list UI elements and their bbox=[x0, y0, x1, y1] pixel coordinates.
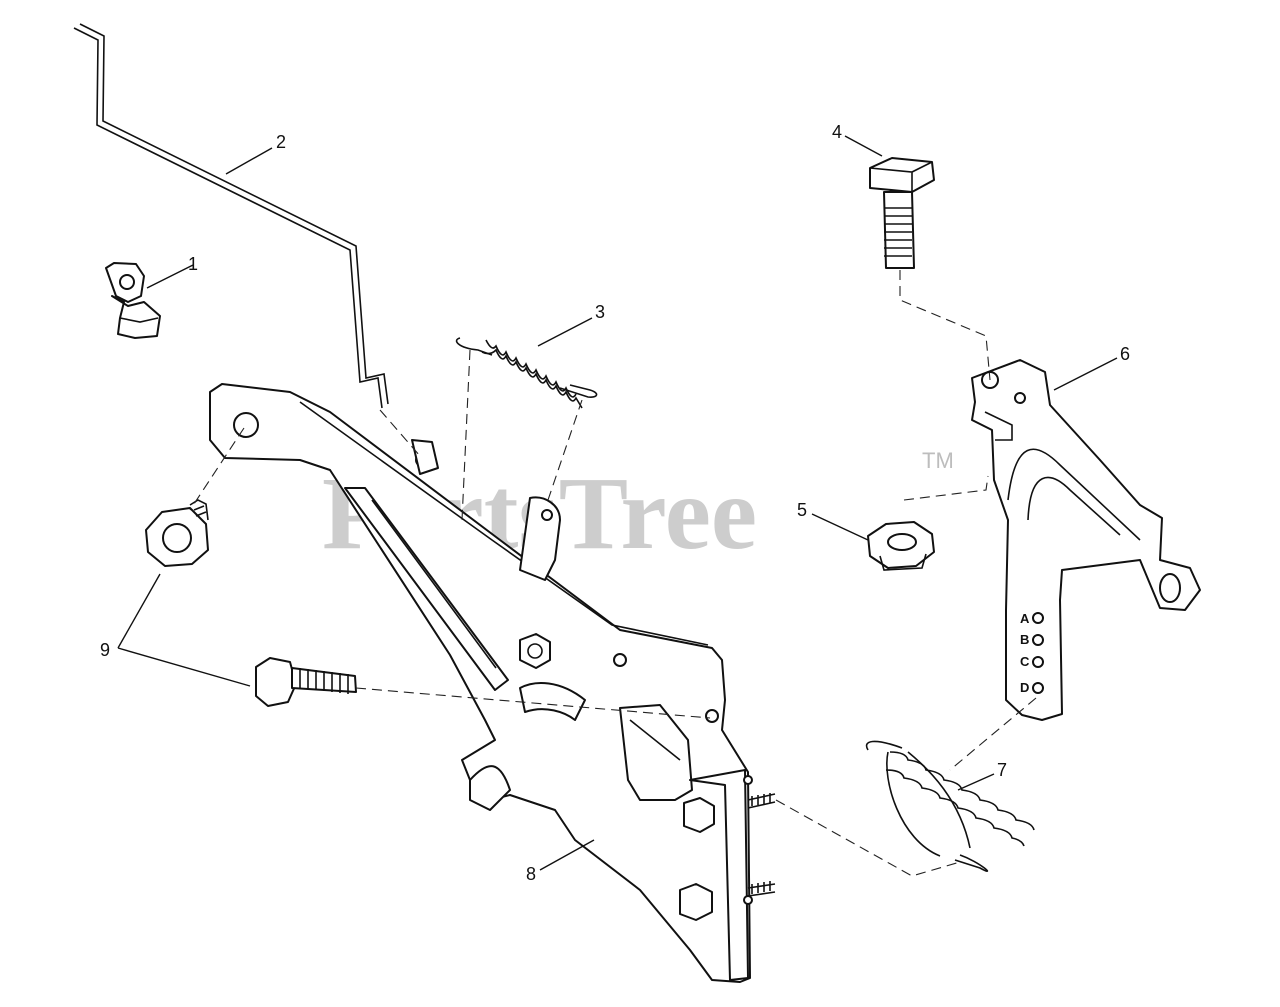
hole-label-a: A bbox=[1020, 611, 1030, 626]
callout-3[interactable]: 3 bbox=[595, 302, 605, 322]
watermark-trademark: TM bbox=[922, 448, 954, 473]
part-9-shoulder-bolt[interactable] bbox=[145, 499, 209, 567]
callout-4[interactable]: 4 bbox=[832, 122, 842, 142]
callout-numbers: 1 2 3 4 5 6 7 8 9 bbox=[100, 122, 1130, 884]
callout-1[interactable]: 1 bbox=[188, 254, 198, 274]
callout-leaders bbox=[117, 135, 1118, 871]
part-5-flange-nut[interactable] bbox=[867, 521, 935, 571]
part-7-extension-spring[interactable] bbox=[865, 740, 1035, 872]
part-8-throttle-bracket[interactable] bbox=[209, 383, 776, 983]
hole-label-c: C bbox=[1020, 654, 1030, 669]
callout-5[interactable]: 5 bbox=[797, 500, 807, 520]
callout-8[interactable]: 8 bbox=[526, 864, 536, 884]
part-1-cable-clip[interactable] bbox=[105, 262, 161, 339]
callout-9[interactable]: 9 bbox=[100, 640, 110, 660]
hole-label-b: B bbox=[1020, 632, 1029, 647]
part-2-control-rod[interactable] bbox=[73, 23, 389, 409]
callout-7[interactable]: 7 bbox=[997, 760, 1007, 780]
part-6-throttle-plate[interactable]: A B C D bbox=[971, 359, 1201, 721]
hole-label-d: D bbox=[1020, 680, 1029, 695]
part-4-carriage-bolt[interactable] bbox=[869, 157, 935, 269]
assembly-lines bbox=[189, 270, 1037, 877]
part-9-hex-bolt[interactable] bbox=[255, 657, 357, 707]
part-3-spring[interactable] bbox=[455, 337, 598, 409]
throttle-plate-holes: A B C D bbox=[1020, 611, 1044, 695]
callout-2[interactable]: 2 bbox=[276, 132, 286, 152]
callout-6[interactable]: 6 bbox=[1120, 344, 1130, 364]
